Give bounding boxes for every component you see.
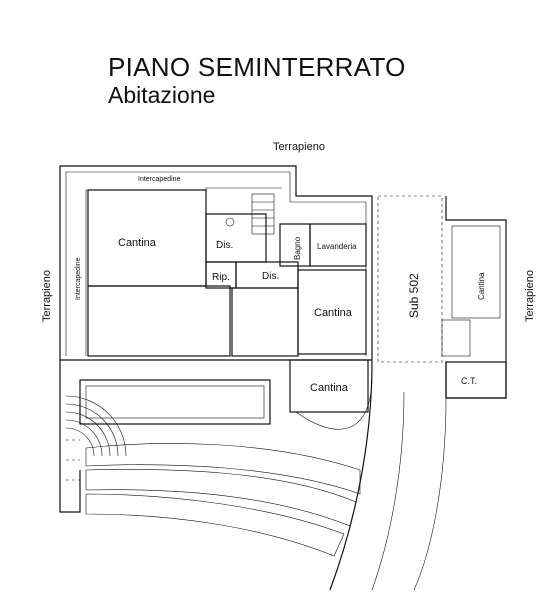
sub-502-area [377,195,507,399]
room-bagno: Bagno [293,236,302,260]
sub-502-label: Sub 502 [407,273,421,318]
room-cantina-right: Cantina [477,272,486,300]
page-subtitle: Abitazione [108,82,216,108]
intercapedine-top-label: Intercapedine [138,176,181,183]
page-title: PIANO SEMINTERRATO [108,52,406,82]
terrapieno-right-label: Terrapieno [524,270,536,322]
room-dis-1: Dis. [216,240,233,251]
room-cantina-mid: Cantina [314,307,353,319]
room-cantina-low: Cantina [310,382,349,394]
room-rip: Rip. [212,272,230,283]
outer-walls [59,165,373,362]
room-lavanderia: Lavanderia [317,242,357,251]
interior-walls [87,189,369,413]
terrapieno-left-label: Terrapieno [41,270,53,322]
room-cantina-main: Cantina [118,237,157,249]
intercapedine-left-label: Intercapedine [75,257,82,300]
terrace-area [59,360,447,591]
terrapieno-top-label: Terrapieno [273,141,325,153]
room-ct: C.T. [461,376,477,386]
room-dis-2: Dis. [262,271,279,282]
